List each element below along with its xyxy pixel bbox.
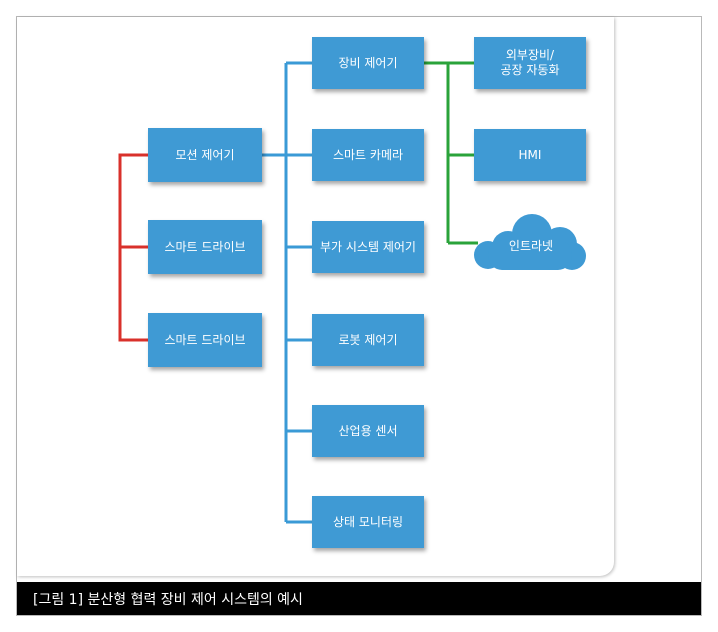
equipment-controller-node: 장비 제어기 <box>312 37 424 89</box>
intranet-label: 인트라넷 <box>508 238 554 253</box>
smart-drive-node-1: 스마트 드라이브 <box>148 220 262 274</box>
figure-caption: [그림 1] 분산형 협력 장비 제어 시스템의 예시 <box>17 582 701 615</box>
cloud-icon <box>474 214 586 270</box>
industrial-sensor-node: 산업용 센서 <box>312 405 424 457</box>
robot-controller-node: 로봇 제어기 <box>312 314 424 366</box>
motion-controller-node: 모션 제어기 <box>148 128 262 182</box>
external-equipment-node: 외부장비/ 공장 자동화 <box>474 37 586 89</box>
left-connector <box>118 153 148 342</box>
hmi-node: HMI <box>474 129 586 181</box>
smart-camera-node: 스마트 카메라 <box>312 129 424 181</box>
condition-monitoring-node: 상태 모니터링 <box>312 496 424 548</box>
center-connector <box>284 61 312 524</box>
right-connector <box>424 61 478 245</box>
diagram-panel <box>17 17 614 576</box>
smart-drive-node-2: 스마트 드라이브 <box>148 313 262 367</box>
auxiliary-system-controller-node: 부가 시스템 제어기 <box>312 221 424 273</box>
